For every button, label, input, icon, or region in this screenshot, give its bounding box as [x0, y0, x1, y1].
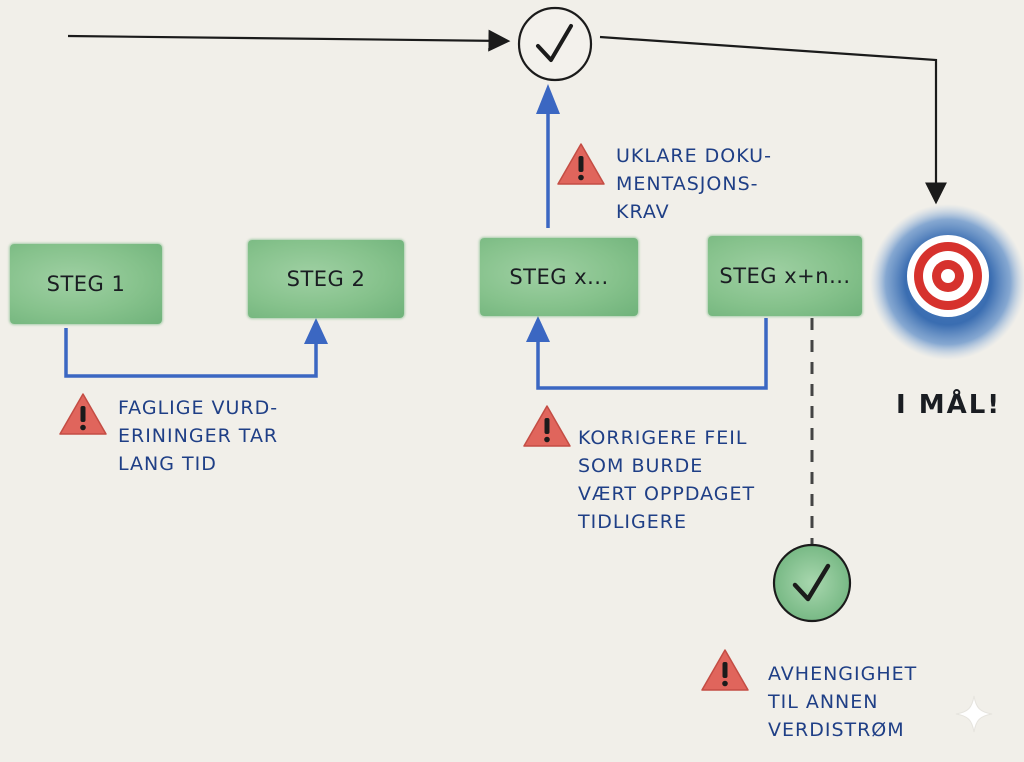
upward-arrow-head — [536, 84, 560, 114]
warning-icon — [523, 405, 571, 447]
note-line: VÆRT OPPDAGET — [578, 483, 756, 505]
loop-arrow-steg1-steg2 — [64, 328, 318, 378]
loop-arrow-head-2 — [526, 316, 550, 342]
step-label-2: STEG 2 — [286, 267, 366, 291]
note-line: SOM BURDE — [578, 455, 704, 477]
warning-icon — [557, 143, 605, 185]
goal-flow-arrow — [599, 35, 947, 205]
note-uklare: UKLARE DOKU- MENTASJONS- KRAV — [616, 142, 772, 226]
note-line: ERININGER TAR — [118, 425, 279, 447]
loop-arrow-head-1 — [304, 318, 328, 344]
step-box-2: STEG 2 — [248, 240, 404, 318]
step-label-1: STEG 1 — [46, 272, 126, 296]
note-line: VERDISTRØM — [768, 719, 905, 741]
top-check-icon — [517, 6, 593, 82]
step-label-xn: STEG x+n... — [719, 264, 851, 288]
note-avhengighet: AVHENGIGHET TIL ANNEN VERDISTRØM — [768, 660, 917, 744]
note-line: KORRIGERE FEIL — [578, 427, 748, 449]
step-box-1: STEG 1 — [10, 244, 162, 324]
note-korrigere: KORRIGERE FEIL SOM BURDE VÆRT OPPDAGET T… — [578, 424, 755, 536]
note-line: KRAV — [616, 201, 670, 223]
note-line: TIDLIGERE — [578, 511, 687, 533]
top-flow-arrow — [67, 29, 511, 52]
sparkle-icon — [955, 695, 993, 733]
step-box-xn: STEG x+n... — [708, 236, 862, 316]
note-line: LANG TID — [118, 453, 217, 475]
note-line: MENTASJONS- — [616, 173, 759, 195]
target-icon — [870, 204, 1024, 360]
step-label-x: STEG x... — [509, 265, 609, 289]
note-line: UKLARE DOKU- — [616, 145, 772, 167]
note-line: TIL ANNEN — [768, 691, 879, 713]
loop-arrow-stegxn-stegx — [536, 318, 768, 390]
step-box-x: STEG x... — [480, 238, 638, 316]
dependency-check-icon — [772, 543, 852, 623]
note-line: AVHENGIGHET — [768, 663, 918, 685]
goal-label: I MÅL! — [896, 390, 1002, 420]
warning-icon — [701, 649, 749, 691]
note-line: FAGLIGE VURD- — [118, 397, 279, 419]
warning-icon — [59, 393, 107, 435]
note-faglige: FAGLIGE VURD- ERININGER TAR LANG TID — [118, 394, 278, 478]
